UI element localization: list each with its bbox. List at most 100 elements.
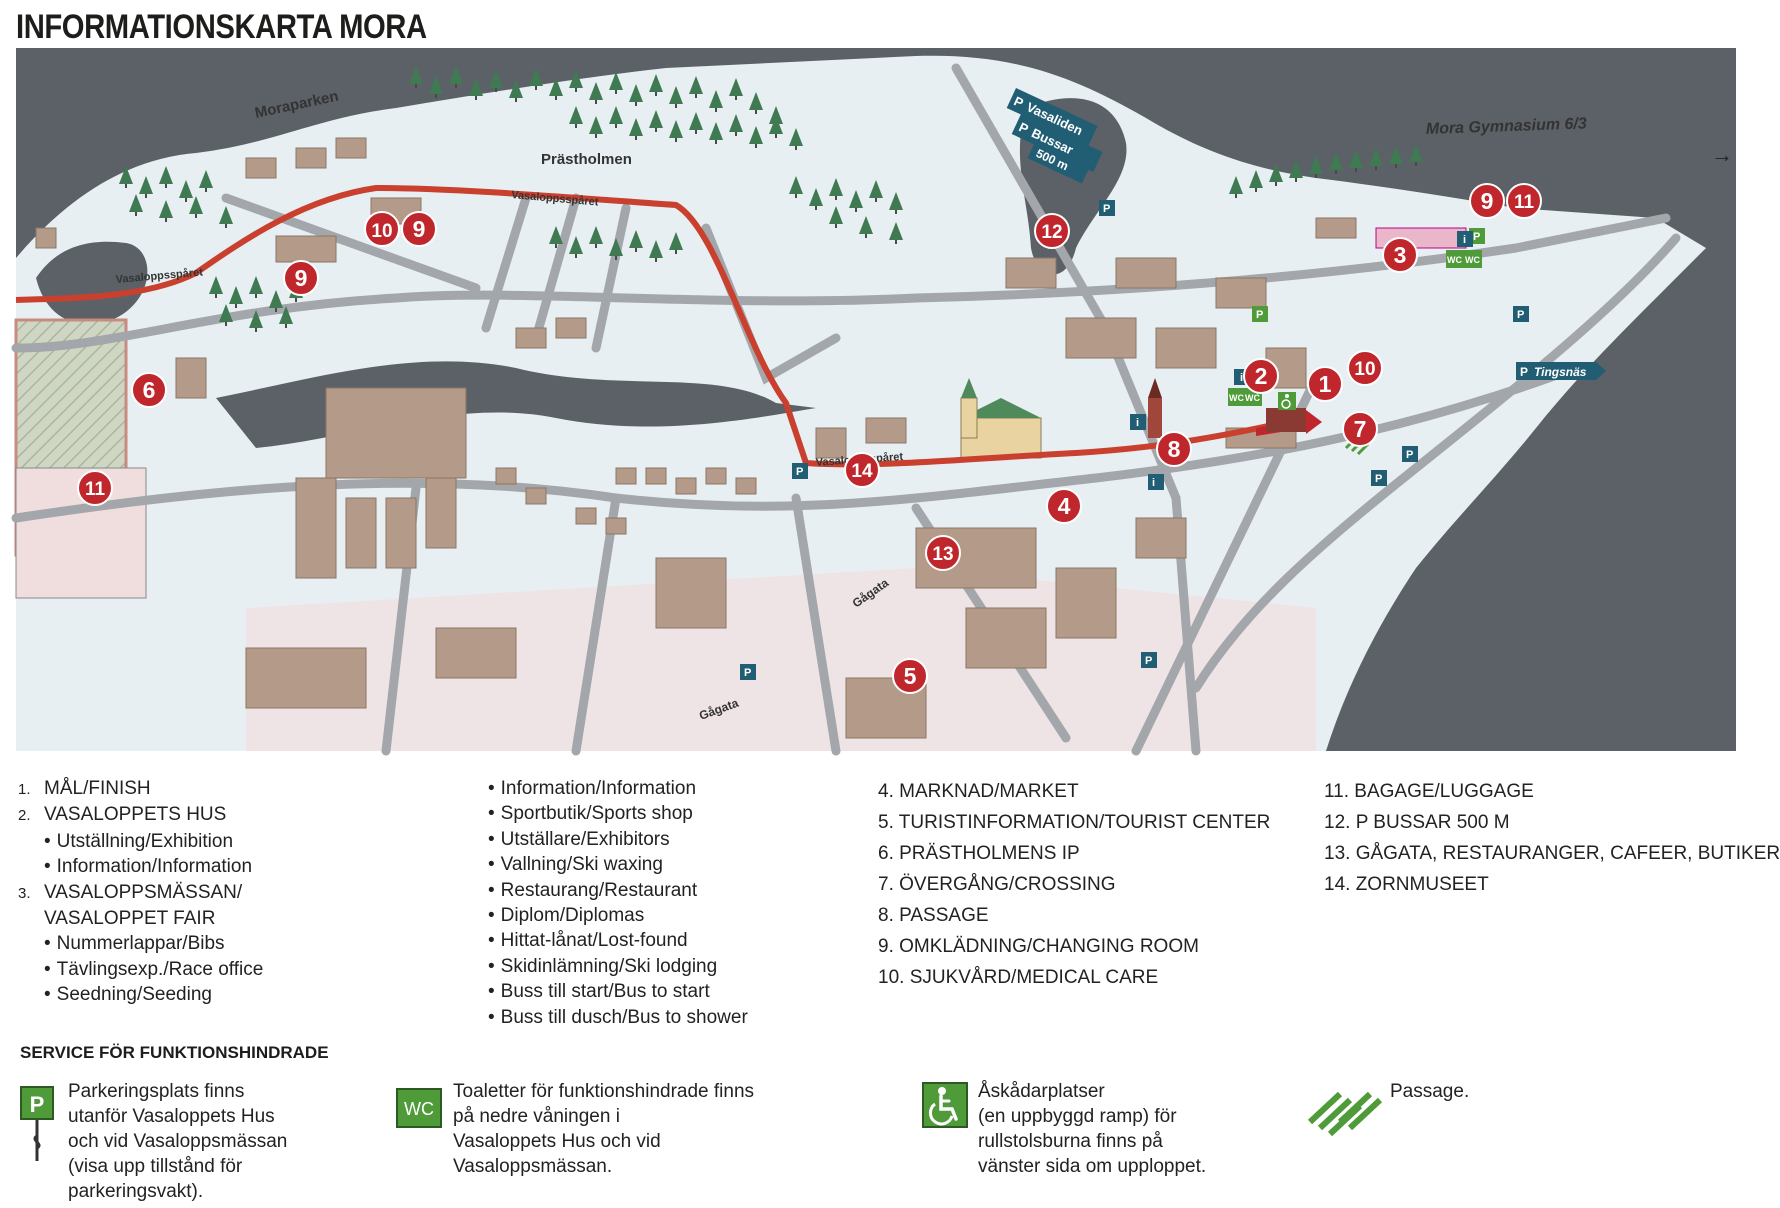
sign-500m: 500 m	[1027, 140, 1091, 184]
service-text-line: Vasaloppsmässan.	[453, 1156, 613, 1177]
svg-text:2: 2	[1255, 363, 1268, 389]
svg-text:P: P	[796, 466, 803, 478]
marker-13[interactable]: 13	[925, 535, 961, 571]
svg-text:10: 10	[1354, 359, 1375, 380]
service-text-line: på nedre våningen i	[453, 1106, 620, 1127]
passage-text: Passage.	[1390, 1081, 1470, 1102]
marker-11-field[interactable]: 11	[77, 470, 113, 506]
marker-9-north[interactable]: 9	[401, 211, 437, 247]
legend-subitem: Nummerlappar/Bibs	[18, 931, 263, 956]
svg-text:P: P	[1103, 203, 1110, 215]
service-text-line: rullstolsburna finns på	[978, 1131, 1163, 1152]
legend-subitem: Sportbutik/Sports shop	[488, 801, 748, 826]
label-prastholmen: Prästholmen	[541, 151, 632, 168]
service-text-line: (en uppbyggd ramp) för	[978, 1106, 1177, 1127]
svg-text:P: P	[1375, 473, 1382, 485]
marker-14[interactable]: 14	[844, 452, 880, 488]
svg-text:i: i	[1463, 234, 1466, 246]
service-text-line: Åskådarplatser	[978, 1081, 1105, 1102]
legend-item-11: 11. BAGAGE/LUGGAGE	[1324, 781, 1534, 802]
wheelchair-map-icon	[1278, 392, 1296, 410]
sign-tingsnas: P Tingsnäs	[1516, 362, 1606, 380]
wc-accessible-icon: WC	[396, 1088, 442, 1133]
legend-subitem: Skidinlämning/Ski lodging	[488, 954, 748, 979]
service-text-line: Toaletter för funktionshindrade finns	[453, 1081, 755, 1102]
marker-10-north[interactable]: 10	[364, 211, 400, 247]
label-gymnasium: Mora Gymnasium 6/3	[1426, 115, 1588, 138]
legend-item-13: 13. GÅGATA, RESTAURANGER, CAFEER, BUTIKE…	[1324, 843, 1780, 864]
legend-item-12: 12. P BUSSAR 500 M	[1324, 812, 1510, 833]
parking-accessible-text: Parkeringsplats finns utanför Vasaloppet…	[68, 1079, 287, 1204]
parking-signs: P P P P P P P P P i i i i WC WC WC WC	[740, 200, 1529, 680]
marker-11-gymnasium[interactable]: 11	[1506, 183, 1542, 219]
location-markers[interactable]: 1 2 3 4 5 6 7 8 9 9 9 10 10 11 11 12 13 …	[77, 183, 1542, 694]
marker-9-gymnasium[interactable]: 9	[1469, 183, 1505, 219]
map-area[interactable]: Moraparken Prästholmen Vasaloppsspåret V…	[11, 48, 1736, 756]
legend-item-9: 9. OMKLÄDNING/CHANGING ROOM	[878, 936, 1199, 957]
svg-text:11: 11	[1514, 192, 1535, 213]
marker-7[interactable]: 7	[1342, 411, 1378, 447]
service-section-title: SERVICE FÖR FUNKTIONSHINDRADE	[20, 1043, 329, 1062]
legend-subitem: Utställning/Exhibition	[18, 829, 263, 854]
legend-column-2: Information/Information Sportbutik/Sport…	[488, 776, 748, 1030]
legend-subitem: Diplom/Diplomas	[488, 903, 748, 928]
svg-text:11: 11	[85, 479, 106, 500]
buildings	[35, 137, 1357, 739]
svg-text:10: 10	[371, 221, 392, 242]
finish-stand	[1266, 408, 1306, 432]
svg-text:14: 14	[851, 461, 873, 482]
legend-item-3-cont: VASALOPPET FAIR	[44, 908, 216, 930]
marker-10-finish[interactable]: 10	[1347, 350, 1383, 386]
marker-12[interactable]: 12	[1034, 213, 1070, 249]
svg-text:9: 9	[413, 216, 426, 242]
legend-item-5: 5. TURISTINFORMATION/TOURIST CENTER	[878, 812, 1271, 833]
service-text-line: vänster sida om upploppet.	[978, 1156, 1207, 1177]
church	[960, 378, 1162, 459]
service-text-line: Vasaloppets Hus och vid	[453, 1131, 661, 1152]
marker-5[interactable]: 5	[892, 658, 928, 694]
legend-item-1: 1.MÅL/FINISH	[18, 778, 151, 799]
marker-8[interactable]: 8	[1156, 431, 1192, 467]
marker-1[interactable]: 1	[1307, 366, 1343, 402]
svg-text:P: P	[30, 1092, 45, 1117]
legend-item-7: 7. ÖVERGÅNG/CROSSING	[878, 874, 1116, 895]
svg-text:WC: WC	[1465, 255, 1480, 265]
wc-accessible-text: Toaletter för funktionshindrade finns på…	[453, 1079, 754, 1179]
wheelchair-icon	[922, 1082, 968, 1133]
legend-item-14: 14. ZORNMUSEET	[1324, 874, 1489, 895]
service-text-line: och vid Vasaloppsmässan	[68, 1131, 288, 1152]
svg-text:P: P	[1256, 309, 1263, 321]
svg-text:i: i	[1240, 372, 1243, 384]
svg-text:P: P	[1473, 231, 1480, 243]
svg-text:WC: WC	[1245, 393, 1260, 403]
svg-text:WC: WC	[404, 1099, 434, 1119]
svg-text:P: P	[1406, 449, 1413, 461]
legend-item-4: 4. MARKNAD/MARKET	[878, 781, 1079, 802]
svg-text:9: 9	[295, 265, 308, 291]
legend-item-3: 3.VASALOPPSMÄSSAN/	[18, 881, 243, 903]
svg-text:8: 8	[1168, 436, 1181, 462]
svg-text:4: 4	[1058, 493, 1071, 519]
marker-6[interactable]: 6	[131, 372, 167, 408]
vasaloppet-track	[15, 185, 1297, 468]
svg-text:P: P	[1145, 655, 1152, 667]
legend-item-8: 8. PASSAGE	[878, 905, 989, 926]
service-text-line: parkeringsvakt).	[68, 1181, 204, 1202]
svg-text:P: P	[1517, 309, 1524, 321]
service-text-line: Parkeringsplats finns	[68, 1081, 245, 1102]
river-west	[36, 241, 148, 324]
legend-subitem: Tävlingsexp./Race office	[18, 957, 264, 982]
svg-text:6: 6	[143, 377, 156, 403]
marker-4[interactable]: 4	[1046, 488, 1082, 524]
marker-2[interactable]: 2	[1243, 358, 1279, 394]
svg-text:P: P	[1520, 365, 1528, 379]
legend-item-2: 2.VASALOPPETS HUS	[18, 804, 227, 826]
legend-subitem: Buss till dusch/Bus to shower	[488, 1005, 748, 1030]
svg-text:WC: WC	[1229, 393, 1244, 403]
svg-text:12: 12	[1041, 222, 1062, 243]
marker-9-west[interactable]: 9	[283, 260, 319, 296]
legend-subitem: Hittat-lånat/Lost-found	[488, 928, 748, 953]
svg-text:Tingsnäs: Tingsnäs	[1534, 365, 1587, 379]
marker-3[interactable]: 3	[1382, 237, 1418, 273]
legend-subitem: Restaurang/Restaurant	[488, 878, 748, 903]
